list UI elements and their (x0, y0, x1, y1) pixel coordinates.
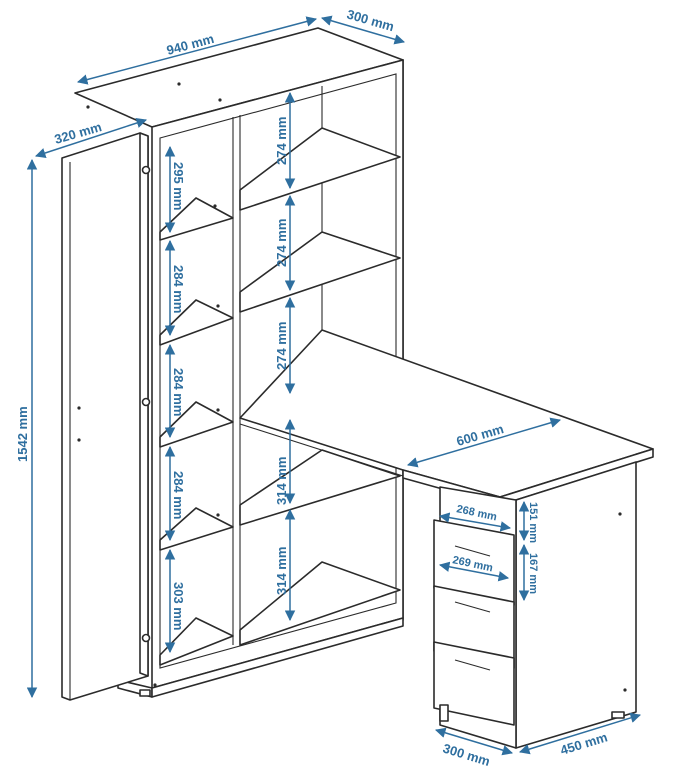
drawer (433, 641, 515, 726)
label-total-height: 1542 mm (15, 406, 30, 462)
label-left-shelf-4: 284 mm (171, 471, 186, 519)
label-left-shelf-2: 284 mm (171, 265, 186, 313)
label-right-shelf-3: 274 mm (274, 322, 289, 370)
label-right-shelf-5: 314 mm (274, 547, 289, 595)
left-shelf (159, 507, 234, 551)
drawer-pedestal (433, 461, 637, 749)
left-shelf (159, 401, 234, 448)
drawer-handle-icon (454, 659, 491, 671)
label-left-shelf-1: 295 mm (171, 162, 186, 210)
label-top-depth: 300 mm (345, 6, 396, 34)
drawer-handle-icon (454, 601, 491, 613)
cabinet-door (61, 132, 151, 701)
label-left-shelf-3: 284 mm (171, 368, 186, 416)
label-right-shelf-4: 314 mm (274, 457, 289, 505)
dimension-lines (26, 15, 642, 756)
label-right-shelf-1: 274 mm (274, 117, 289, 165)
label-top-width: 940 mm (165, 31, 216, 58)
label-left-shelf-5: 303 mm (171, 582, 186, 630)
left-shelf (159, 617, 234, 666)
label-drawer-height-2: 167 mm (527, 553, 539, 594)
label-drawer-height-top: 151 mm (527, 502, 539, 543)
label-right-shelf-2: 274 mm (274, 219, 289, 267)
left-shelf (159, 197, 234, 241)
left-shelf (159, 299, 234, 346)
drawer-handle-icon (454, 545, 491, 557)
door-panel (61, 132, 149, 701)
